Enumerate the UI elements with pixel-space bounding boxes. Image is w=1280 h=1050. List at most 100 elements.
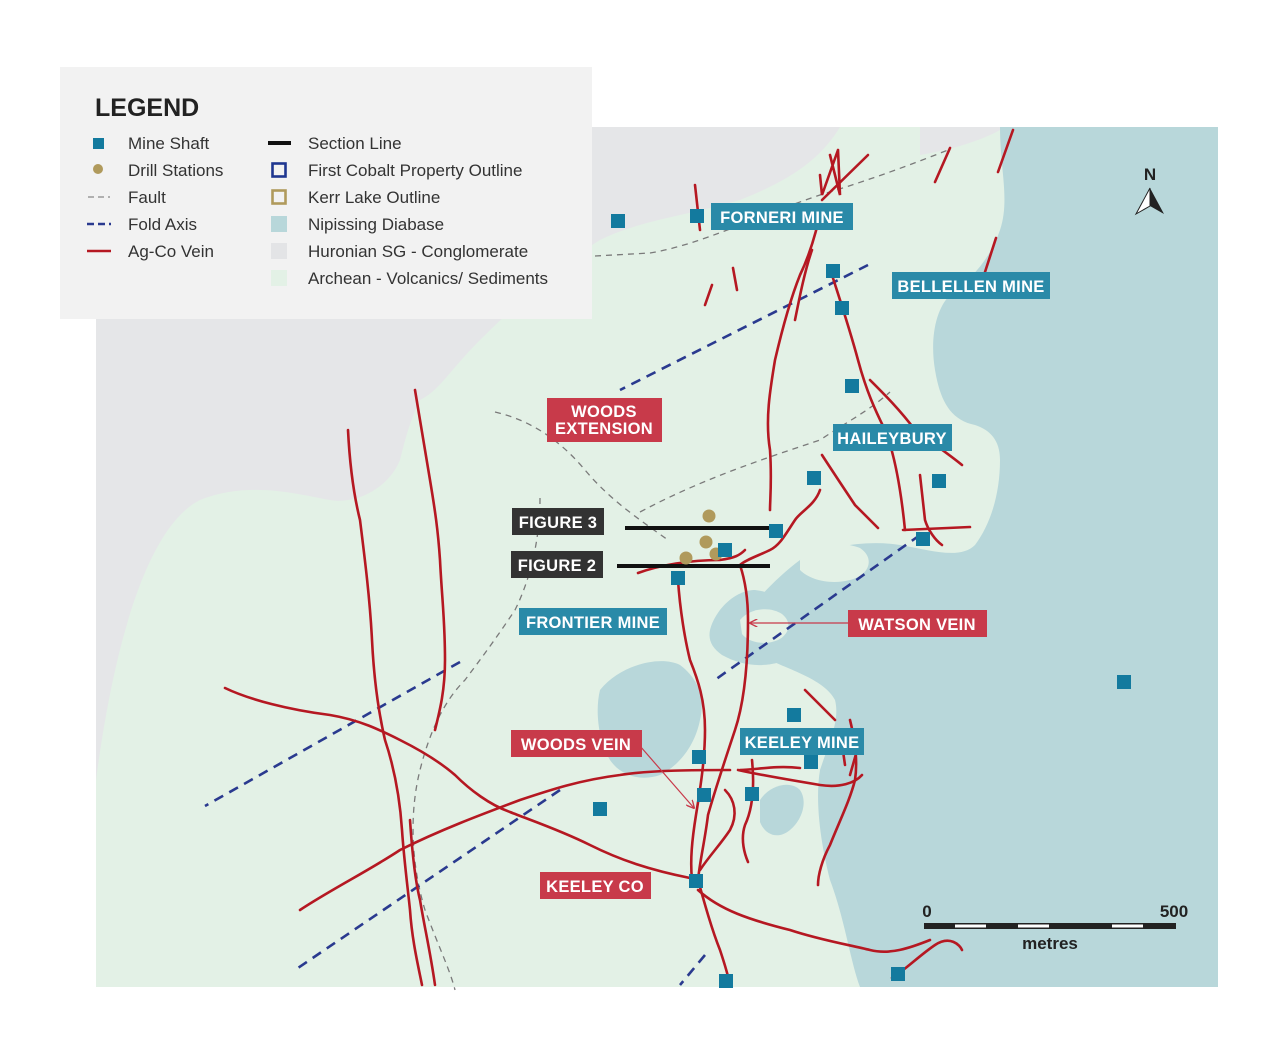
legend-label: Drill Stations [128,161,223,180]
mine-shaft [804,755,818,769]
legend-label: Kerr Lake Outline [308,188,440,207]
vein-line [820,453,880,530]
section-lines [617,526,773,568]
drill-station [702,509,716,523]
label-text: HAILEYBURY [837,430,947,448]
mine-shaft [932,474,946,488]
label-text: FORNERI MINE [720,209,844,227]
label-bellellen-mine: BELLELLEN MINE [892,272,1050,299]
drill-station-icon [93,164,103,174]
vein-line [703,283,714,307]
archean-peninsula [800,544,869,582]
label-text: FIGURE 2 [518,557,597,575]
vein-line [676,578,707,882]
mine-shaft [1117,675,1131,689]
label-keeley-mine: KEELEY MINE [740,728,864,755]
mine-shaft [611,214,625,228]
fold-axis-line [204,660,461,808]
mine-shaft [593,802,607,816]
legend-label: Ag-Co Vein [128,242,214,261]
scale-end-label: 500 [1160,902,1188,921]
label-woods-extension: WOODS EXTENSION [547,398,662,442]
mine-shafts [593,209,1131,988]
fault-line [412,497,541,991]
vein-line [738,488,822,567]
vein-line [298,768,732,912]
label-watson-vein: WATSON VEIN [848,610,987,637]
mine-shaft [690,209,704,223]
legend-label: Fold Axis [128,215,197,234]
legend-label: Mine Shaft [128,134,210,153]
scale-start-label: 0 [922,902,931,921]
vein-line [996,128,1015,174]
archean-island [740,609,789,643]
legend-label: Nipissing Diabase [308,215,444,234]
mine-shaft-icon [93,138,104,149]
label-text: WOODS [571,403,637,421]
mine-shaft [718,543,732,557]
veins [223,128,1015,987]
faults [412,149,949,991]
label-keeley-co: KEELEY CO [540,872,651,899]
mine-shaft [891,967,905,981]
vein-line [901,525,972,532]
fold-axis-line [619,263,869,392]
north-arrow: N [1134,165,1164,216]
mine-shaft [807,471,821,485]
label-figure-3: FIGURE 3 [512,508,604,535]
nipissing-swatch-icon [271,216,287,232]
vein-line [413,388,447,732]
mine-shaft [689,874,703,888]
mine-shaft [769,524,783,538]
fold-axis-line [294,788,561,972]
legend-panel [60,67,592,319]
vein-line [820,153,870,202]
scale-bar: 0 500 metres [922,902,1188,953]
label-frontier-mine: FRONTIER MINE [519,608,667,635]
legend-label: Fault [128,188,166,207]
vein-line [766,203,824,512]
mine-shaft [787,708,801,722]
woods-vein-arrow [639,745,694,808]
vein-line [830,273,907,532]
drill-station [679,551,693,565]
kerr-lake-outline-icon [271,189,287,205]
label-text: KEELEY CO [546,878,644,896]
property-outline-icon [271,162,287,178]
vein-line [696,563,750,882]
north-arrow-icon [1150,188,1164,214]
archean-swatch-icon [271,270,287,286]
vein-line [698,788,736,872]
mine-shaft [745,787,759,801]
mine-shaft [671,571,685,585]
legend-title: LEGEND [95,94,199,122]
mine-shaft [697,788,711,802]
label-woods-vein: WOODS VEIN [511,730,642,757]
huronian-swatch-icon [271,243,287,259]
vein-line [918,473,944,547]
mine-shaft [835,301,849,315]
huronian-area-east [920,127,1005,155]
label-text: FIGURE 3 [519,514,598,532]
north-label: N [1144,165,1156,184]
vein-line [223,686,692,880]
fold-axis-line [679,954,706,986]
vein-line [933,146,952,184]
label-forneri-mine: FORNERI MINE [711,203,853,230]
legend-label: First Cobalt Property Outline [308,161,522,180]
label-text: KEELEY MINE [745,734,860,752]
legend: LEGEND Mine Shaft Drill Stations Fault F… [60,67,592,319]
legend-label: Archean - Volcanics/ Sediments [308,269,548,288]
vein-line [736,768,864,788]
label-text: WATSON VEIN [858,616,976,634]
mine-shaft [692,750,706,764]
vein-line [741,758,755,864]
label-text: EXTENSION [555,420,653,438]
nipissing-area-east [743,127,1218,987]
legend-label: Huronian SG - Conglomerate [308,242,528,261]
scale-unit-label: metres [1022,934,1078,953]
label-text: BELLELLEN MINE [897,278,1044,296]
legend-label: Section Line [308,134,402,153]
vein-line [408,818,437,987]
